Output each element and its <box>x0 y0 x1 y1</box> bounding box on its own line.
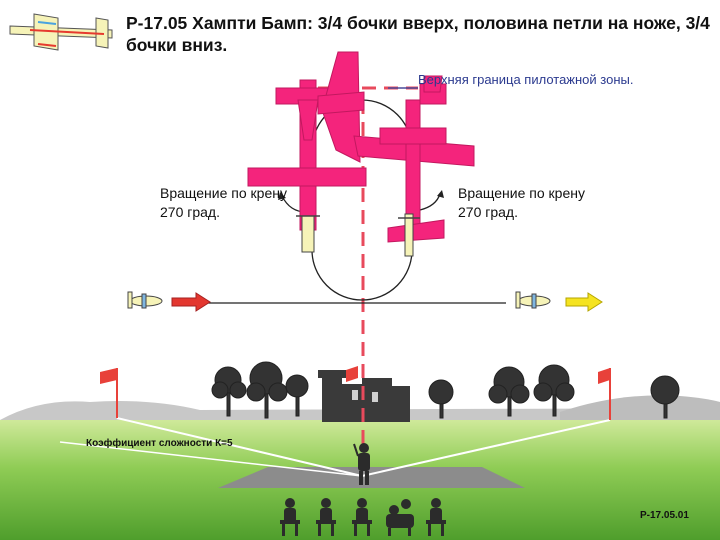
tree-icon <box>428 379 454 419</box>
flag-center <box>346 366 358 382</box>
sight-line-right <box>361 419 611 477</box>
aircraft-exit-icon <box>515 291 551 309</box>
figure-title: Р-17.05 Хампти Бамп: 3/4 бочки вверх, по… <box>126 13 710 55</box>
tree-icon <box>246 361 288 419</box>
aircraft-entry-icon <box>127 291 163 309</box>
exit-arrow-icon <box>565 292 603 312</box>
judge-icon <box>352 498 372 536</box>
aircraft-inverted-icon <box>317 51 475 167</box>
roll-arrowhead-left <box>278 192 286 200</box>
aircraft-dive-icon <box>379 75 447 243</box>
pilot-figure-icon <box>353 443 370 485</box>
tree-group-right <box>428 364 680 419</box>
runway <box>218 467 525 488</box>
tree-icon <box>285 374 309 417</box>
sight-line-left <box>116 417 363 477</box>
judge-icon <box>280 498 300 536</box>
tree-icon <box>533 364 575 417</box>
flag-left <box>100 368 118 418</box>
logo-airplane-icon <box>9 13 113 51</box>
judges-group <box>280 498 446 536</box>
aircraft-climb-icon <box>247 79 367 231</box>
judge-icon <box>316 498 336 536</box>
tree-group-left <box>211 361 309 419</box>
roll-label-right: Вращение по крену 270 град. <box>458 185 585 220</box>
judge-icon <box>386 499 414 536</box>
castle <box>318 370 410 422</box>
roll-label-left: Вращение по крену 270 град. <box>160 185 287 220</box>
loop-bottom <box>311 249 413 301</box>
tree-icon <box>211 366 247 417</box>
upper-boundary-label: Верхняя граница пилотажной зоны. <box>418 72 634 87</box>
flag-right <box>598 368 611 420</box>
tree-icon <box>650 375 680 419</box>
roll-arrow-right <box>419 193 441 211</box>
tree-icon <box>488 366 530 417</box>
figure-code: Р-17.05.01 <box>640 510 689 521</box>
aircraft-knife-right-icon <box>398 213 420 257</box>
difficulty-label: Коэффициент сложности К=5 <box>86 438 233 449</box>
roll-arrowhead-right <box>437 190 444 198</box>
entry-arrow-icon <box>171 292 211 312</box>
sight-line-left-low <box>59 441 363 477</box>
judge-icon <box>426 498 446 536</box>
aircraft-knife-left-icon <box>296 215 320 253</box>
